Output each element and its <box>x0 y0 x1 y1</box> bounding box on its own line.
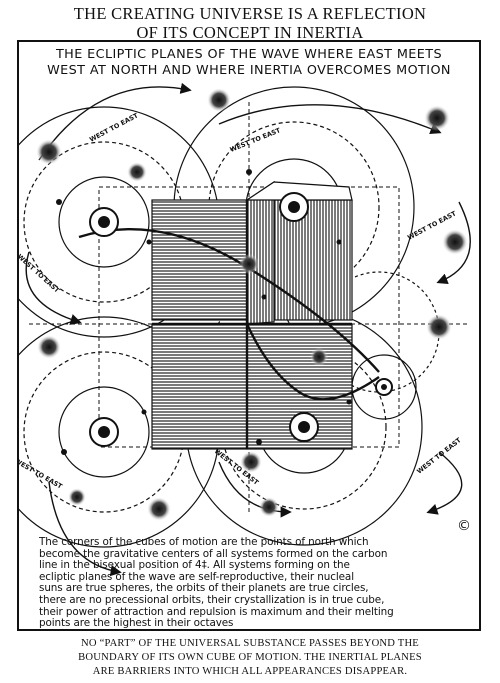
nebulae <box>36 88 468 521</box>
caption-line: suns are true spheres, the orbits of the… <box>39 582 369 595</box>
page-title: THE CREATING UNIVERSE IS A REFLECTION OF… <box>0 4 500 42</box>
caption-line: ecliptic planes of the wave are self-rep… <box>39 570 354 583</box>
caption-line: line in the bisexual position of 4‡. All… <box>39 559 350 572</box>
west-to-east-label-4: WEST TO EAST <box>19 253 61 295</box>
title-line-1: THE CREATING UNIVERSE IS A REFLECTION <box>73 4 427 23</box>
copyright-mark: © <box>457 518 471 534</box>
caption-line: points are the highest in their octaves <box>39 617 234 630</box>
footer-line-1: NO “PART” OF THE UNIVERSAL SUBSTANCE PAS… <box>81 638 419 649</box>
caption-line: become the gravitative centers of all sy… <box>39 547 388 560</box>
diagram-subtitle: THE ECLIPTIC PLANES OF THE WAVE WHERE EA… <box>19 47 479 79</box>
footer-line-2: BOUNDARY OF ITS OWN CUBE OF MOTION. THE … <box>78 652 422 663</box>
inertial-planes <box>151 180 353 450</box>
diagram-caption: The corners of the cubes of motion are t… <box>39 536 463 630</box>
caption-line: their power of attraction and repulsion … <box>39 605 394 618</box>
illustration-frame: WEST TO EAST WEST TO EAST WEST TO EAST W… <box>17 40 481 631</box>
ecliptic-planes-diagram: WEST TO EAST WEST TO EAST WEST TO EAST W… <box>19 82 471 577</box>
nucleal-suns <box>89 192 393 447</box>
caption-line: The corners of the cubes of motion are t… <box>39 536 369 548</box>
subtitle-line-2: WEST AT NORTH AND WHERE INERTIA OVERCOME… <box>47 63 451 78</box>
west-to-east-label-5: WEST TO EAST <box>19 457 64 491</box>
subtitle-line-1: THE ECLIPTIC PLANES OF THE WAVE WHERE EA… <box>55 47 443 62</box>
footer-line-3: ARE BARRIERS INTO WHICH ALL APPEARANCES … <box>92 666 408 677</box>
footer-note: NO “PART” OF THE UNIVERSAL SUBSTANCE PAS… <box>0 637 500 679</box>
title-line-2: OF ITS CONCEPT IN INERTIA <box>136 23 364 42</box>
west-to-east-label-2: WEST TO EAST <box>229 126 282 154</box>
west-to-east-label-1: WEST TO EAST <box>88 111 140 144</box>
caption-line: there are no precessional orbits, their … <box>39 593 385 606</box>
